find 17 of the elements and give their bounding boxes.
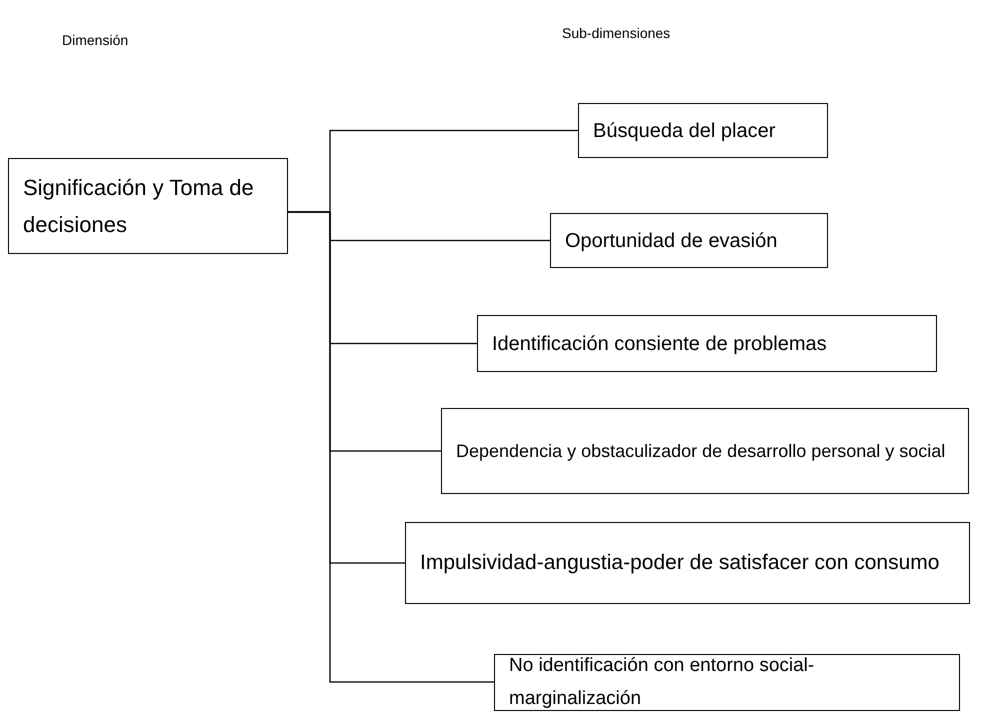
subdimension-box <box>494 654 960 711</box>
subdimension-box <box>550 213 828 268</box>
column-heading: Sub-dimensiones <box>562 25 670 41</box>
box-label: Identificación consiente de problemas <box>492 332 827 356</box>
box-label: Significación y Toma de decisiones <box>23 174 255 239</box>
box-label: No identificación con entorno social-marginalización <box>509 654 816 710</box>
subdimension-box <box>441 408 969 494</box>
box-label: Búsqueda del placer <box>593 118 776 144</box>
subdimension-box <box>578 103 828 158</box>
subdimension-box <box>405 522 970 604</box>
connector-line <box>288 211 494 683</box>
subdimension-box <box>477 315 937 372</box>
column-heading: Dimensión <box>62 32 128 48</box>
box-label: Impulsividad-angustia-poder de satisfacer con consumo <box>420 550 940 576</box>
dimension-box <box>8 158 288 254</box>
box-label: Oportunidad de evasión <box>565 228 778 254</box>
box-label: Dependencia y obstaculizador de desarrollo personal y social <box>456 440 946 463</box>
